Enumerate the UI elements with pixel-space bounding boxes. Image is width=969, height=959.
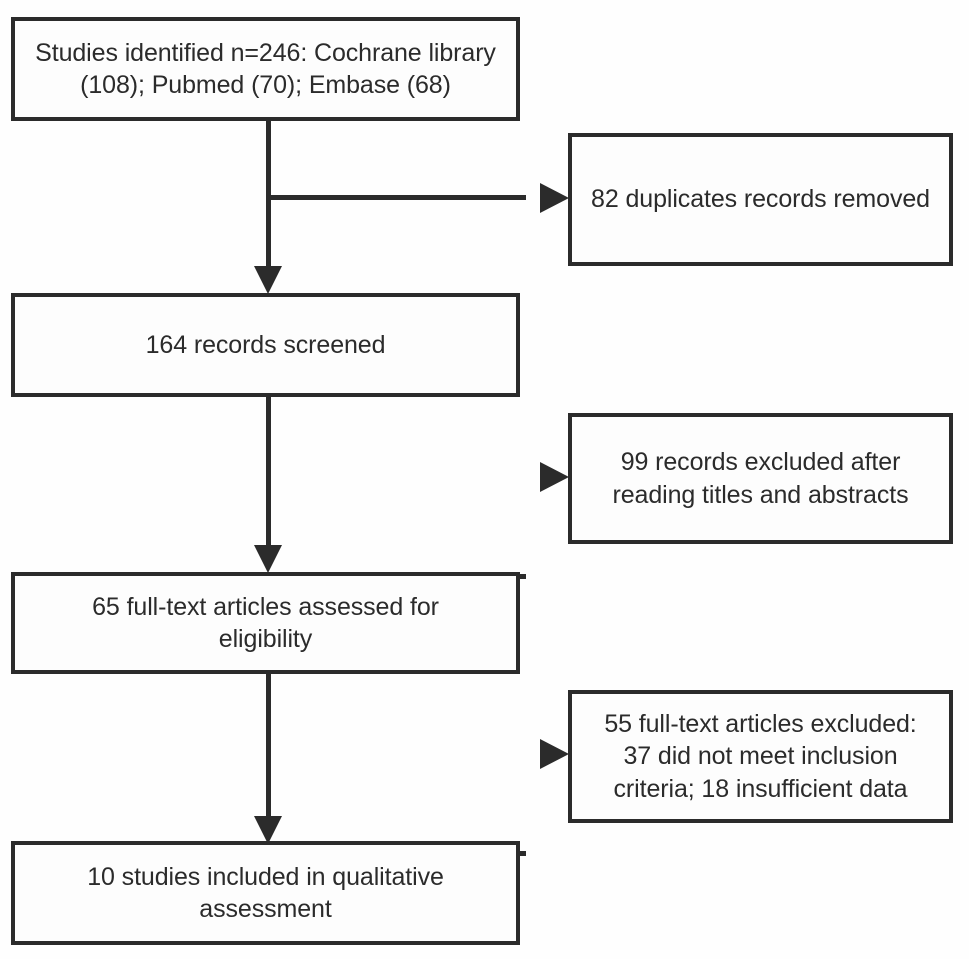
connector-identified-to-duplicates-arrowhead-icon (540, 183, 569, 213)
node-records-screened: 164 records screened (11, 293, 520, 397)
node-records-excluded-titles-abstracts: 99 records excluded after reading titles… (568, 413, 953, 544)
node-duplicates-removed-label: 82 duplicates records removed (591, 185, 930, 214)
connector-screened-to-fulltext-line (266, 396, 271, 548)
node-studies-included-label: 10 studies included in qualitative asses… (87, 862, 444, 924)
connector-fulltext-to-excluded-arrowhead-icon (540, 739, 569, 769)
connector-screened-to-fulltext-arrowhead-icon (254, 545, 282, 573)
connector-identified-to-screened-arrowhead-icon (254, 266, 282, 294)
connector-fulltext-to-included-line (266, 673, 271, 822)
node-studies-included: 10 studies included in qualitative asses… (11, 841, 520, 945)
node-studies-identified: Studies identified n=246: Cochrane libra… (11, 17, 520, 121)
connector-fulltext-to-included-arrowhead-icon (254, 816, 282, 844)
node-studies-identified-label: Studies identified n=246: Cochrane libra… (35, 38, 496, 100)
node-fulltext-articles-assessed-label: 65 full-text articles assessed for eligi… (92, 592, 439, 654)
connector-screened-to-excluded-arrowhead-icon (540, 462, 569, 492)
node-records-excluded-titles-abstracts-label: 99 records excluded after reading titles… (612, 448, 909, 509)
node-fulltext-articles-assessed: 65 full-text articles assessed for eligi… (11, 572, 520, 674)
node-fulltext-articles-excluded-label: 55 full-text articles excluded: 37 did n… (604, 709, 917, 803)
node-duplicates-removed: 82 duplicates records removed (568, 133, 953, 266)
connector-identified-to-duplicates-line (266, 195, 526, 200)
node-fulltext-articles-excluded: 55 full-text articles excluded: 37 did n… (568, 690, 953, 823)
node-records-screened-label: 164 records screened (145, 330, 386, 359)
